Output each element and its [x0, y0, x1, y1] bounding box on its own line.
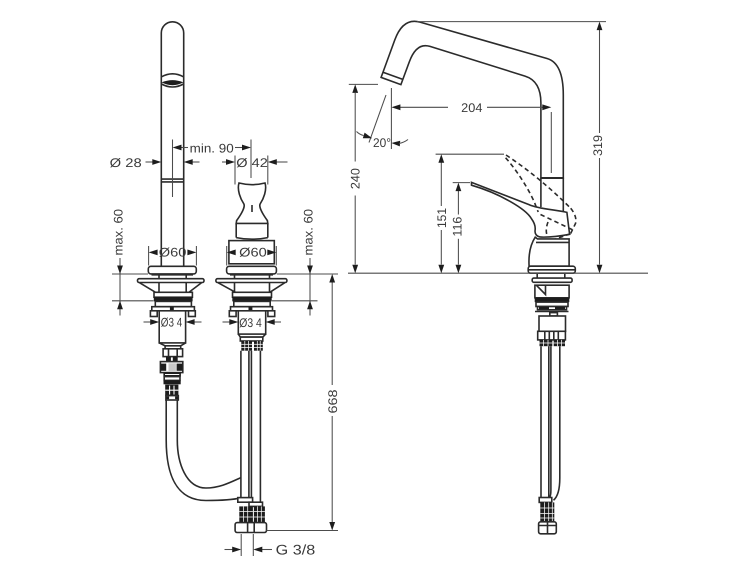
svg-text:max. 60: max. 60	[112, 209, 126, 256]
svg-text:Ø3 4: Ø3 4	[239, 316, 262, 330]
svg-text:319: 319	[591, 135, 605, 156]
svg-text:Ø 28: Ø 28	[110, 156, 142, 170]
svg-text:G 3/8: G 3/8	[276, 542, 316, 558]
svg-text:116: 116	[451, 217, 465, 237]
svg-text:668: 668	[326, 389, 340, 413]
svg-text:Ø60: Ø60	[159, 246, 187, 260]
svg-text:Ø60: Ø60	[239, 246, 267, 260]
svg-text:204: 204	[461, 101, 482, 115]
svg-text:Ø3 4: Ø3 4	[161, 315, 182, 329]
svg-text:Ø 42: Ø 42	[236, 156, 268, 170]
svg-text:max. 60: max. 60	[302, 209, 316, 256]
svg-text:20°: 20°	[373, 136, 391, 150]
svg-text:151: 151	[435, 208, 449, 228]
svg-text:240: 240	[348, 168, 362, 189]
svg-text:min. 90: min. 90	[190, 142, 234, 156]
